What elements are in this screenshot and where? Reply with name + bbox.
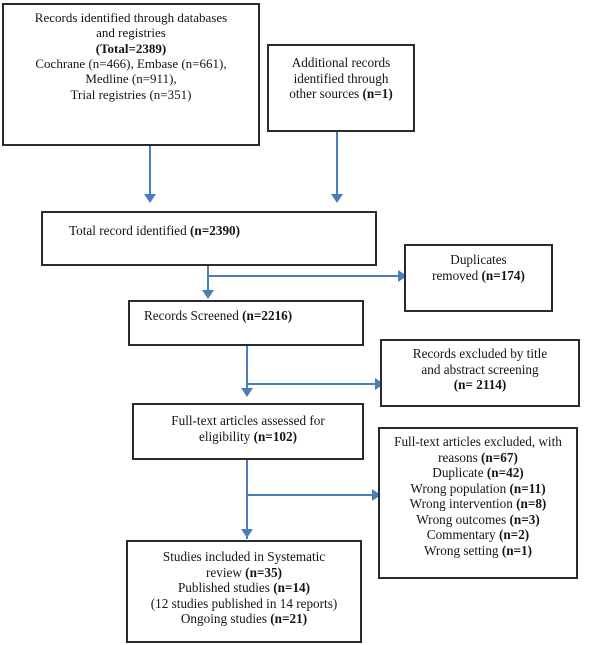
reason-wrong-setting-count: (n=1) <box>501 543 533 559</box>
ongoing-studies-count: (n=21) <box>270 611 308 627</box>
reason-wrong-population-label: Wrong population <box>410 480 510 496</box>
fulltext-assessed-line-1: Full-text articles assessed for <box>171 413 325 428</box>
arrowhead-db-to-total <box>144 194 156 203</box>
branch-fulltext-excluded-connector <box>246 494 375 496</box>
ident-other-line-1: Additional records <box>291 55 391 70</box>
connector-fulltext-to-included <box>246 460 248 539</box>
records-screened-label: Records Screened <box>144 308 243 323</box>
ident-db-line-5: Medline (n=911), <box>85 71 177 87</box>
box-records-screened: Records Screened (n=2216) <box>128 300 364 346</box>
fulltext-assessed-label: eligibility <box>198 428 254 444</box>
fulltext-excluded-reasons-count: (n=67) <box>481 449 518 465</box>
studies-included-line-2: review (n=35) <box>132 565 356 581</box>
studies-included-review-label: review <box>205 564 246 580</box>
records-excluded-line-2: and abstract screening <box>421 361 539 377</box>
total-records-line: Total record identified (n=2390) <box>69 223 371 239</box>
studies-included-line-1: Studies included in Systematic <box>162 549 326 564</box>
reason-wrong-population-count: (n=11) <box>509 480 546 496</box>
studies-included-line-3: Published studies (n=14) <box>132 580 356 596</box>
studies-included-line-5: Ongoing studies (n=21) <box>132 611 356 627</box>
records-screened-count: (n=2216) <box>242 308 293 323</box>
arrowhead-other-to-total <box>331 194 343 203</box>
records-excluded-line-1: Records excluded by title <box>412 346 548 361</box>
branch-screened-to-excluded <box>246 383 378 385</box>
published-studies-label: Published studies <box>177 580 274 596</box>
fulltext-excluded-line-8: Wrong setting (n=1) <box>384 543 572 559</box>
fulltext-excluded-line-4: Wrong population (n=11) <box>384 481 572 497</box>
duplicates-count: (n=174) <box>481 267 525 283</box>
ident-other-line-3: other sources (n=1) <box>273 86 409 102</box>
fulltext-excluded-line-3: Duplicate (n=42) <box>384 465 572 481</box>
reason-wrong-outcomes-count: (n=3) <box>509 511 540 527</box>
box-fulltext-assessed: Full-text articles assessed for eligibil… <box>132 403 364 460</box>
arrowhead-fulltext-to-included <box>241 529 253 538</box>
reason-commentary-label: Commentary <box>426 527 499 543</box>
published-studies-count: (n=14) <box>273 580 311 596</box>
records-excluded-count: (n= 2114) <box>453 377 507 393</box>
total-records-count: (n=2390) <box>190 223 241 238</box>
fulltext-excluded-line-6: Wrong outcomes (n=3) <box>384 512 572 528</box>
ident-other-count: (n=1) <box>362 86 393 102</box>
fulltext-assessed-line-2: eligibility (n=102) <box>138 429 358 445</box>
fulltext-excluded-line-2: reasons (n=67) <box>384 450 572 466</box>
box-identification-other-sources: Additional records identified through ot… <box>267 44 415 132</box>
fulltext-excluded-line-7: Commentary (n=2) <box>384 527 572 543</box>
reason-wrong-intervention-count: (n=8) <box>516 496 547 512</box>
box-duplicates-removed: Duplicates removed (n=174) <box>404 244 553 312</box>
duplicates-line-2: removed (n=174) <box>410 268 547 284</box>
connector-other-to-total <box>336 132 338 197</box>
reason-wrong-setting-label: Wrong setting <box>423 543 502 559</box>
studies-included-line-4: (12 studies published in 14 reports) <box>150 595 338 611</box>
arrowhead-total-to-screened <box>202 290 214 299</box>
total-records-label: Total record identified <box>69 223 191 238</box>
ident-db-line-2: and registries <box>96 25 166 41</box>
records-screened-line: Records Screened (n=2216) <box>144 308 358 324</box>
arrowhead-screened-to-excluded <box>375 378 384 390</box>
ident-db-line-1: Records identified through databases <box>34 10 228 25</box>
ident-other-label: other sources <box>289 86 363 102</box>
fulltext-assessed-count: (n=102) <box>253 428 297 444</box>
ongoing-studies-label: Ongoing studies <box>180 611 271 627</box>
box-studies-included: Studies included in Systematic review (n… <box>126 540 362 643</box>
branch-total-to-duplicates <box>207 275 401 277</box>
duplicates-line-1: Duplicates <box>450 252 507 267</box>
fulltext-excluded-line-1: Full-text articles excluded, with <box>394 434 562 449</box>
reason-duplicate-label: Duplicate <box>432 465 487 481</box>
ident-db-line-4: Cochrane (n=466), Embase (n=661), <box>35 55 227 71</box>
reason-wrong-intervention-label: Wrong intervention <box>409 496 517 512</box>
box-identification-databases: Records identified through databases and… <box>2 3 260 146</box>
connector-screened-to-fulltext <box>246 346 248 390</box>
arrowhead-fulltext-to-excluded <box>372 489 381 501</box>
arrowhead-total-to-duplicates <box>398 270 407 282</box>
box-total-records: Total record identified (n=2390) <box>41 211 377 266</box>
connector-db-to-total <box>149 146 151 197</box>
fulltext-excluded-line-5: Wrong intervention (n=8) <box>384 496 572 512</box>
ident-other-line-2: identified through <box>293 70 389 86</box>
ident-db-total-value: (Total=2389) <box>95 40 167 56</box>
connector-total-to-screened <box>207 266 209 293</box>
reason-wrong-outcomes-label: Wrong outcomes <box>416 511 510 527</box>
fulltext-excluded-reasons-label: reasons <box>438 449 482 465</box>
box-records-excluded: Records excluded by title and abstract s… <box>380 339 580 407</box>
ident-db-line-3-total: (Total=2389) <box>8 41 254 56</box>
ident-db-line-6: Trial registries (n=351) <box>70 86 192 102</box>
duplicates-label: removed <box>432 267 482 283</box>
studies-included-review-count: (n=35) <box>245 564 282 580</box>
reason-duplicate-count: (n=42) <box>486 465 524 481</box>
records-excluded-line-3: (n= 2114) <box>386 377 574 393</box>
box-fulltext-excluded: Full-text articles excluded, with reason… <box>378 427 578 579</box>
arrowhead-screened-to-fulltext <box>241 388 253 397</box>
reason-commentary-count: (n=2) <box>498 527 530 543</box>
